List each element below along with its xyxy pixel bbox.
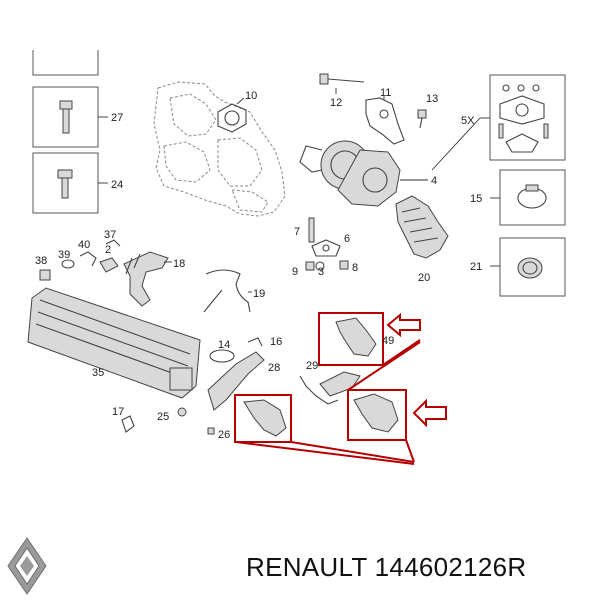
gasket-6: 6 bbox=[311, 233, 350, 257]
intercooler-35: 35 bbox=[27, 287, 201, 399]
callout-35: 35 bbox=[92, 367, 104, 379]
callout-7: 7 bbox=[294, 226, 300, 238]
callout-9: 9 bbox=[292, 266, 298, 278]
callout-4: 4 bbox=[431, 175, 437, 187]
part-2: 2 bbox=[99, 244, 119, 273]
callout-24: 24 bbox=[111, 179, 123, 191]
nut-8: 8 bbox=[339, 260, 358, 274]
highlight-box-49: 49 bbox=[318, 312, 421, 366]
callout-15: 15 bbox=[470, 193, 482, 205]
part-box-27: 27 bbox=[32, 86, 123, 148]
clamp-21-icon bbox=[517, 257, 543, 279]
highlight-connectors bbox=[235, 339, 421, 465]
callout-27: 27 bbox=[111, 112, 123, 124]
callout-28: 28 bbox=[268, 362, 280, 374]
callout-17: 17 bbox=[112, 406, 124, 418]
cap-38: 38 bbox=[35, 255, 51, 281]
callout-8: 8 bbox=[352, 262, 358, 274]
callout-49: 49 bbox=[382, 335, 394, 347]
part-box-21: 21 bbox=[470, 237, 566, 297]
callout-39: 39 bbox=[58, 249, 70, 261]
callout-26: 26 bbox=[218, 429, 230, 441]
hose-19: 19 bbox=[203, 269, 265, 313]
callout-25: 25 bbox=[157, 411, 169, 423]
highlight-box-26 bbox=[234, 394, 292, 443]
callout-40: 40 bbox=[78, 239, 90, 251]
engine-block-outline bbox=[153, 81, 286, 217]
callout-19: 19 bbox=[253, 288, 265, 300]
callout-16: 16 bbox=[270, 336, 282, 348]
part-box-5x: 5X bbox=[431, 74, 566, 171]
pipe-29: 29 bbox=[299, 360, 361, 405]
callout-2: 2 bbox=[105, 244, 111, 256]
bolt-13: 13 bbox=[417, 93, 438, 129]
intake-hose-20: 20 bbox=[395, 195, 449, 284]
callout-29: 29 bbox=[306, 360, 318, 372]
clip-37: 37 bbox=[104, 229, 121, 247]
part-box-24: 24 bbox=[32, 152, 123, 214]
highlight-box-right bbox=[347, 389, 447, 441]
nut-9: 9 bbox=[292, 261, 315, 278]
callout-37: 37 bbox=[104, 229, 116, 241]
callout-3: 3 bbox=[318, 266, 324, 278]
pointer-arrow-right-icon bbox=[412, 398, 447, 428]
ring-14: 14 bbox=[209, 339, 235, 363]
turbocharger-4: 4 bbox=[299, 140, 437, 207]
clip-16: 16 bbox=[247, 336, 282, 348]
callout-20: 20 bbox=[418, 272, 430, 284]
ring-39: 39 bbox=[58, 249, 75, 269]
callout-11: 11 bbox=[380, 87, 391, 99]
bolt-27-icon bbox=[59, 100, 73, 134]
callout-38: 38 bbox=[35, 255, 47, 267]
gasket-kit-icon bbox=[498, 84, 549, 153]
gasket-10: 10 bbox=[217, 90, 257, 133]
stud-7: 7 bbox=[294, 217, 315, 243]
callout-10: 10 bbox=[245, 90, 257, 102]
bolt-26: 26 bbox=[207, 427, 230, 441]
washer-3: 3 bbox=[315, 261, 325, 278]
callout-18: 18 bbox=[173, 258, 185, 270]
renault-logo-icon bbox=[7, 537, 47, 595]
clip-40: 40 bbox=[78, 239, 97, 267]
callout-21: 21 bbox=[470, 261, 482, 273]
clip-17: 17 bbox=[112, 406, 135, 433]
bracket-11: 11 bbox=[365, 87, 405, 145]
bolt-24-icon bbox=[57, 169, 73, 199]
part-box-top-left bbox=[32, 50, 99, 76]
pipe-28: 28 bbox=[207, 351, 280, 411]
callout-14: 14 bbox=[218, 339, 230, 351]
callout-13: 13 bbox=[426, 93, 438, 105]
bolt-12: 12 bbox=[319, 73, 365, 109]
hose-18: 18 bbox=[123, 251, 185, 307]
bolt-25: 25 bbox=[157, 407, 187, 423]
callout-5x: 5X bbox=[461, 115, 475, 127]
callout-6: 6 bbox=[344, 233, 350, 245]
callout-12: 12 bbox=[330, 97, 342, 109]
pointer-arrow-49-icon bbox=[386, 312, 421, 338]
brand-part-number: RENAULT 144602126R bbox=[246, 552, 527, 582]
clamp-15-icon bbox=[517, 184, 547, 209]
part-box-15: 15 bbox=[470, 169, 566, 226]
